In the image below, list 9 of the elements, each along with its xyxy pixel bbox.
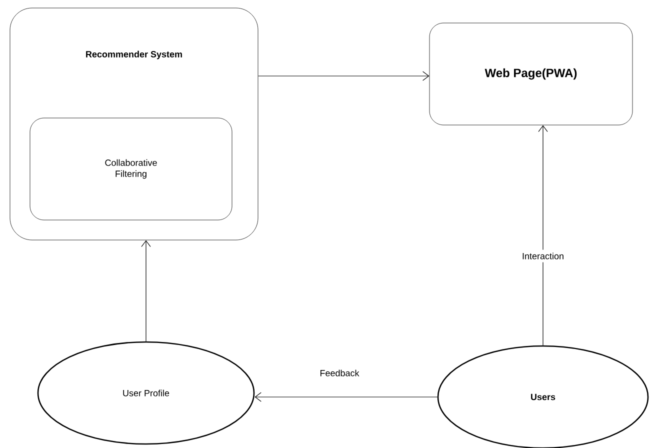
rounded-box: Collaborative Filtering <box>30 118 232 220</box>
rounded-box: Web Page(PWA) <box>429 22 633 126</box>
arrow <box>258 71 430 81</box>
arrow <box>254 392 438 402</box>
edge-label: Interaction <box>519 250 568 262</box>
arrow <box>538 125 548 346</box>
arrow <box>141 240 151 342</box>
ellipse-node: User Profile <box>37 341 255 445</box>
edge-label: Feedback <box>316 366 362 380</box>
